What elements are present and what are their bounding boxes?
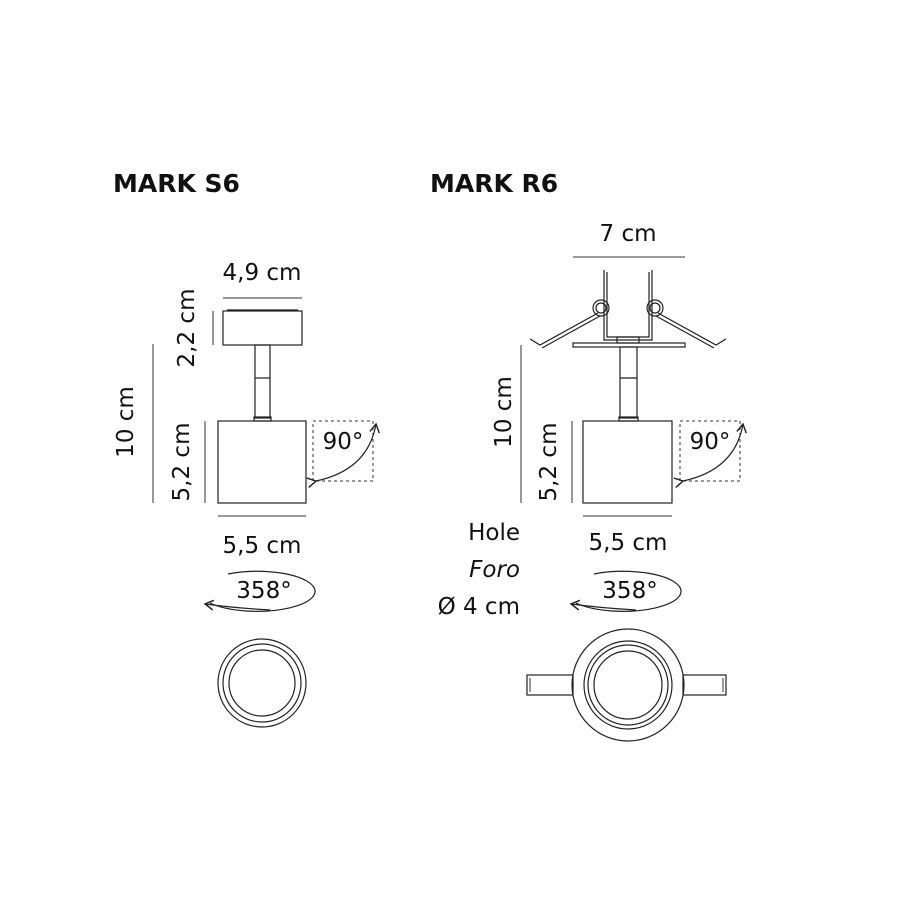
- r6-hole-size: Ø 4 cm: [438, 594, 520, 620]
- r6-tilt-label: 90°: [690, 429, 731, 455]
- r6-recessed-bracket: [529, 270, 727, 504]
- s6-head-width-label: 5,5 cm: [223, 533, 302, 559]
- mark-r6-title: MARK R6: [430, 169, 558, 198]
- s6-head-height-label: 5,2 cm: [169, 423, 195, 502]
- s6-rotation-arrow-icon: [209, 570, 316, 612]
- r6-hole-label-it: Foro: [469, 557, 520, 583]
- r6-head-height-label: 5,2 cm: [536, 423, 562, 502]
- s6-lamp-front-view: [217, 638, 307, 728]
- s6-canopy-height-label: 2,2 cm: [174, 289, 200, 368]
- mark-s6-title: MARK S6: [113, 169, 240, 198]
- mark-r6-group: MARK R6 7 cm 10 cm 5,2 cm 90° 5,5 cm H: [430, 169, 747, 742]
- r6-top-width-label: 7 cm: [600, 221, 657, 247]
- r6-rotation-arrow-icon: [575, 570, 682, 612]
- r6-total-height-label: 10 cm: [491, 376, 517, 448]
- r6-tilt-arrow-icon: [673, 422, 747, 488]
- r6-rotation-label: 358°: [602, 578, 657, 604]
- s6-total-height-label: 10 cm: [113, 386, 139, 458]
- s6-top-width-label: 4,9 cm: [223, 260, 302, 286]
- s6-tilt-arrow-icon: [306, 422, 380, 488]
- r6-lamp-front-view: [526, 628, 727, 742]
- r6-head-width-label: 5,5 cm: [589, 530, 668, 556]
- s6-tilt-label: 90°: [323, 429, 364, 455]
- s6-lamp-side-view: [217, 309, 307, 504]
- mark-s6-group: MARK S6 4,9 cm 2,2 cm 10 cm 5,2 cm 90° 5…: [113, 169, 380, 728]
- r6-hole-label-en: Hole: [468, 520, 520, 546]
- s6-rotation-label: 358°: [236, 578, 291, 604]
